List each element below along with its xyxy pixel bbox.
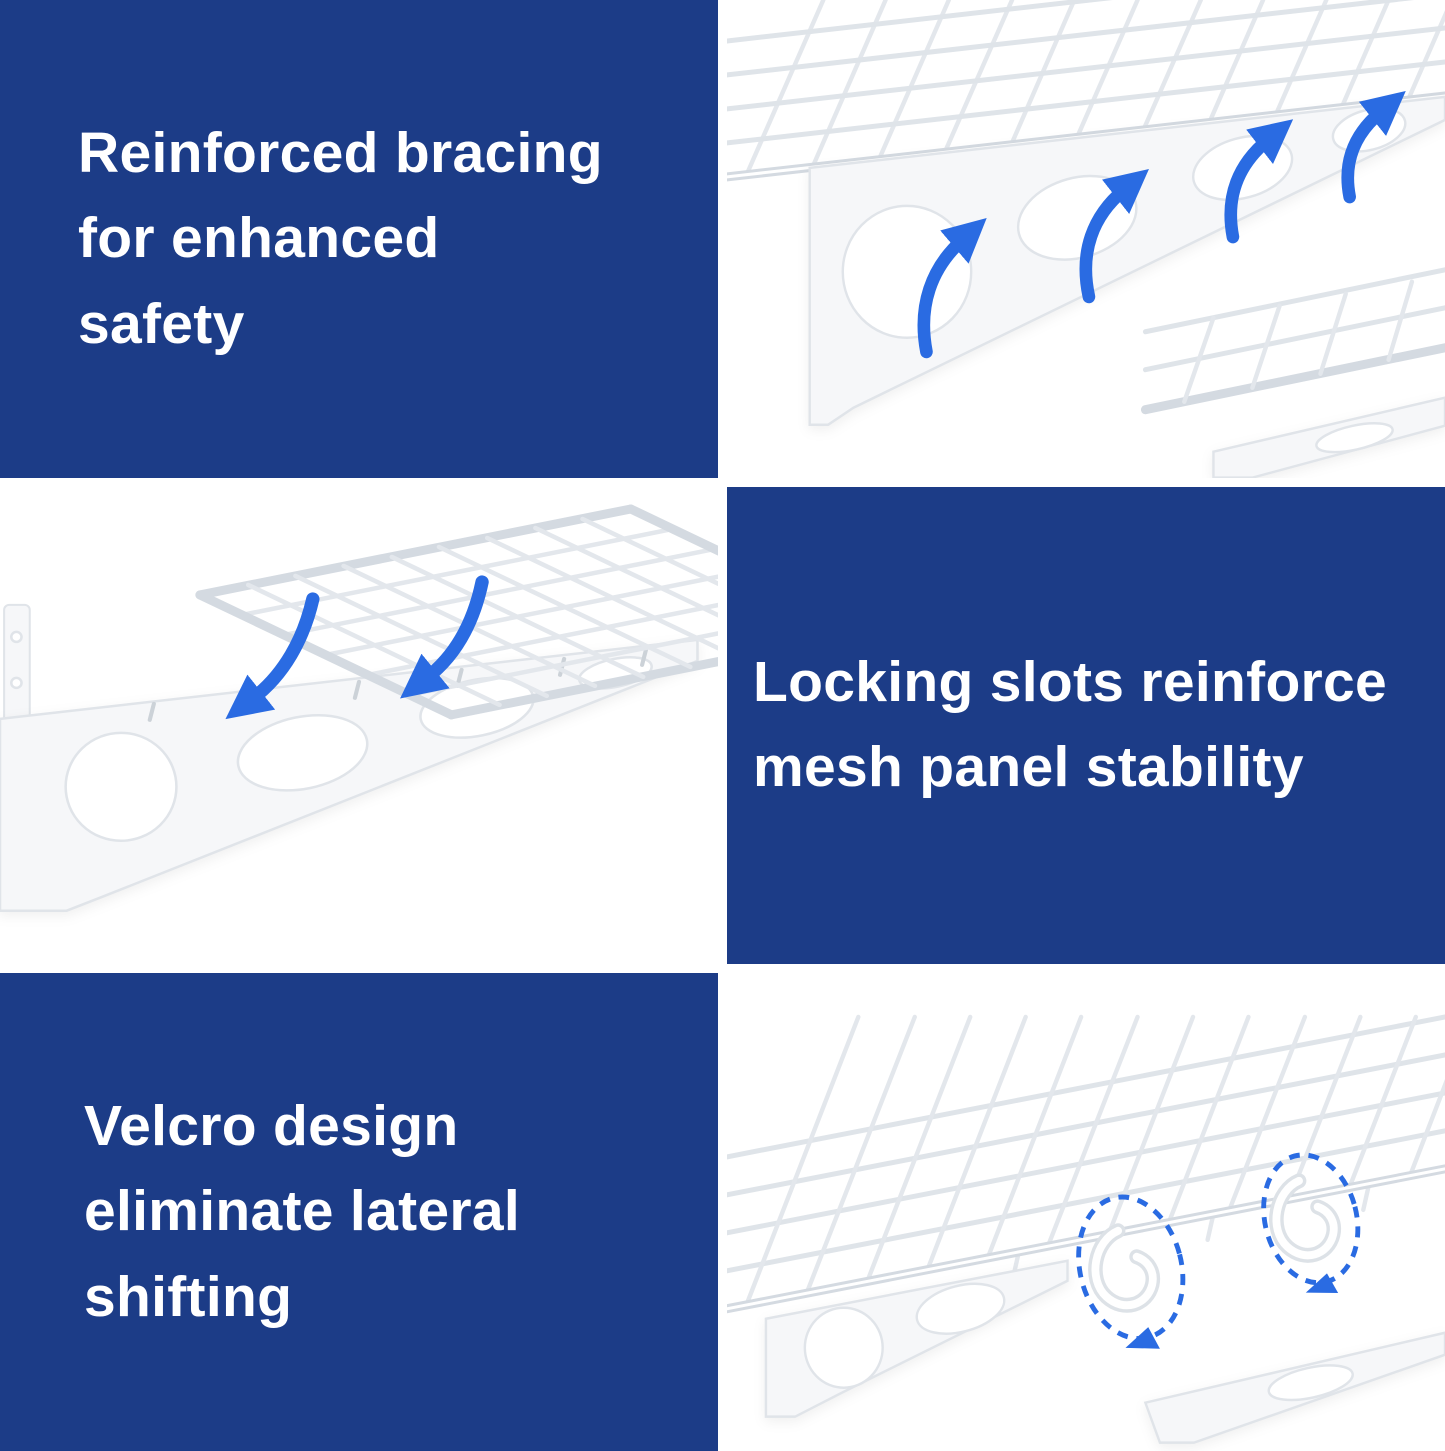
feature-panel-velcro-design: Velcro design eliminate lateral shifting — [0, 973, 718, 1451]
feature-line: Velcro design — [84, 1093, 459, 1158]
locking-slot — [640, 646, 649, 667]
feature-line: for enhanced — [78, 206, 440, 271]
left-bracket — [764, 1259, 1069, 1419]
velcro-strap — [1088, 1223, 1161, 1314]
bracket-rail — [0, 638, 699, 912]
bracing-illustration — [727, 0, 1445, 478]
right-bracket — [1143, 1331, 1445, 1445]
up-arrow-icon — [917, 218, 987, 359]
illustration-panel-bracing — [727, 0, 1445, 478]
velcro-illustration — [727, 1014, 1445, 1445]
locking-slot — [352, 679, 362, 700]
dashed-highlight-ring-icon — [1076, 1194, 1186, 1350]
feature-line: shifting — [84, 1264, 293, 1329]
feature-line: mesh panel stability — [753, 735, 1304, 800]
feature-text-locking-slots: Locking slots reinforce mesh panel stabi… — [727, 640, 1387, 811]
wire-shelf — [727, 1014, 1445, 1314]
feature-line: Reinforced bracing — [78, 120, 603, 185]
feature-line: eliminate lateral — [84, 1179, 520, 1244]
dashed-highlight-ring-icon — [1261, 1152, 1361, 1294]
illustration-panel-locking-slots — [0, 486, 718, 965]
illustration-panel-velcro — [727, 973, 1445, 1451]
feature-line: Locking slots reinforce — [753, 649, 1388, 714]
up-arrow-icon — [1224, 119, 1294, 244]
up-arrow-icon — [1079, 168, 1149, 304]
insert-arrows — [225, 575, 489, 719]
down-arrow-icon — [400, 575, 489, 699]
feature-panel-locking-slots: Locking slots reinforce mesh panel stabi… — [727, 486, 1445, 965]
feature-text-velcro-design: Velcro design eliminate lateral shifting — [0, 1084, 520, 1341]
lower-shelf-tier — [1140, 267, 1445, 478]
locking-slots-illustration — [0, 504, 718, 912]
feature-text-reinforced-bracing: Reinforced bracing for enhanced safety — [0, 111, 603, 368]
velcro-strap — [1269, 1173, 1342, 1264]
feature-panel-reinforced-bracing: Reinforced bracing for enhanced safety — [0, 0, 718, 478]
locking-slot — [147, 701, 156, 722]
up-arrow-icon — [1341, 90, 1406, 204]
uplift-arrows — [917, 90, 1406, 359]
locking-slot — [557, 656, 567, 677]
feature-line: safety — [78, 291, 245, 356]
down-arrow-icon — [225, 592, 320, 719]
